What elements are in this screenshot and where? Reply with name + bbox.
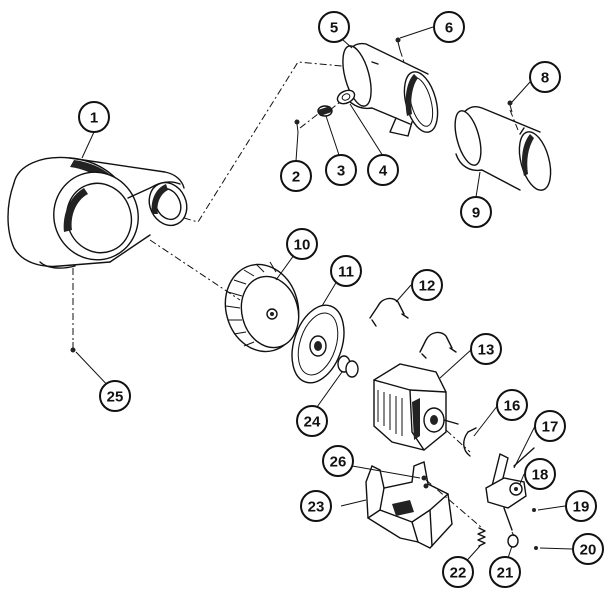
tube-9 [454, 106, 552, 191]
callout-24: 24 [296, 405, 328, 437]
callout-number: 17 [542, 419, 559, 436]
spring-22 [477, 527, 486, 547]
callout-circle [489, 556, 521, 588]
callout-number: 4 [379, 163, 388, 180]
wire-16 [463, 427, 477, 457]
callout-number: 12 [419, 278, 436, 295]
callout-circle [411, 269, 443, 301]
callout-circle [280, 160, 312, 192]
screw-8 [507, 100, 513, 113]
callout-number: 26 [330, 454, 347, 471]
callout-1: 1 [78, 101, 110, 133]
gasket-4 [336, 89, 356, 105]
screw-25 [70, 342, 76, 353]
callout-circle [330, 255, 362, 287]
nut-21 [507, 534, 519, 548]
callout-23: 23 [300, 490, 332, 522]
burner-tube [342, 42, 439, 137]
callout-number: 9 [472, 205, 480, 222]
callout-number: 24 [304, 414, 321, 431]
callout-circle [534, 410, 566, 442]
screw-19 [532, 508, 536, 512]
switch-18 [485, 477, 527, 531]
assembly-lines [72, 49, 519, 537]
callout-number: 6 [445, 20, 453, 37]
lever-17 [491, 447, 535, 491]
callout-number: 22 [450, 565, 467, 582]
callout-number: 11 [338, 264, 354, 281]
motor-plate [291, 304, 345, 384]
callout-number: 19 [573, 499, 590, 516]
callout-16: 16 [496, 389, 528, 421]
orifice-3 [317, 105, 333, 117]
callout-circle [78, 101, 110, 133]
callout-18: 18 [524, 458, 556, 490]
callout-circle [318, 11, 350, 43]
callout-12: 12 [411, 269, 443, 301]
callout-number: 23 [308, 499, 325, 516]
callout-circle [496, 389, 528, 421]
motor-mount [365, 461, 453, 549]
callout-circle [325, 154, 357, 186]
callout-number: 13 [478, 342, 495, 359]
callout-21: 21 [489, 556, 521, 588]
callout-2: 2 [280, 160, 312, 192]
callout-11: 11 [330, 255, 362, 287]
callout-number: 16 [504, 398, 521, 415]
callout-circle [565, 490, 597, 522]
callout-number: 21 [497, 565, 514, 582]
callout-17: 17 [534, 410, 566, 442]
ring-24 [337, 355, 359, 378]
callout-25: 25 [99, 380, 131, 412]
callout-number: 8 [541, 70, 549, 87]
screw-20 [534, 546, 538, 550]
callout-9: 9 [460, 196, 492, 228]
callout-22: 22 [442, 556, 474, 588]
callout-circle [460, 196, 492, 228]
screw-6 [395, 37, 401, 51]
callout-circle [322, 445, 354, 477]
screw-2 [294, 119, 300, 133]
callout-circle [529, 61, 561, 93]
callout-number: 10 [294, 237, 311, 254]
callout-number: 18 [532, 467, 549, 484]
blower-housing [7, 156, 188, 269]
callout-5: 5 [318, 11, 350, 43]
callout-10: 10 [286, 228, 318, 260]
callout-8: 8 [529, 61, 561, 93]
callout-circle [367, 154, 399, 186]
callout-circle [572, 533, 604, 565]
callout-6: 6 [433, 11, 465, 43]
callout-circle [470, 333, 502, 365]
callout-circle [286, 228, 318, 260]
callout-26: 26 [322, 445, 354, 477]
clip-12 [369, 297, 457, 359]
callout-number: 25 [107, 389, 124, 406]
callout-number: 5 [330, 20, 338, 37]
callout-19: 19 [565, 490, 597, 522]
callout-number: 2 [292, 169, 300, 186]
callout-number: 1 [90, 110, 98, 127]
callout-circle [433, 11, 465, 43]
callout-circle [524, 458, 556, 490]
motor [373, 363, 459, 451]
callout-3: 3 [325, 154, 357, 186]
callout-circle [296, 405, 328, 437]
callout-circle [99, 380, 131, 412]
callout-13: 13 [470, 333, 502, 365]
callout-number: 3 [337, 163, 345, 180]
screw-26 [421, 475, 427, 481]
callout-20: 20 [572, 533, 604, 565]
callout-circle [442, 556, 474, 588]
callout-number: 20 [580, 542, 597, 559]
callout-circle [300, 490, 332, 522]
callout-4: 4 [367, 154, 399, 186]
blower-wheel [224, 261, 300, 353]
